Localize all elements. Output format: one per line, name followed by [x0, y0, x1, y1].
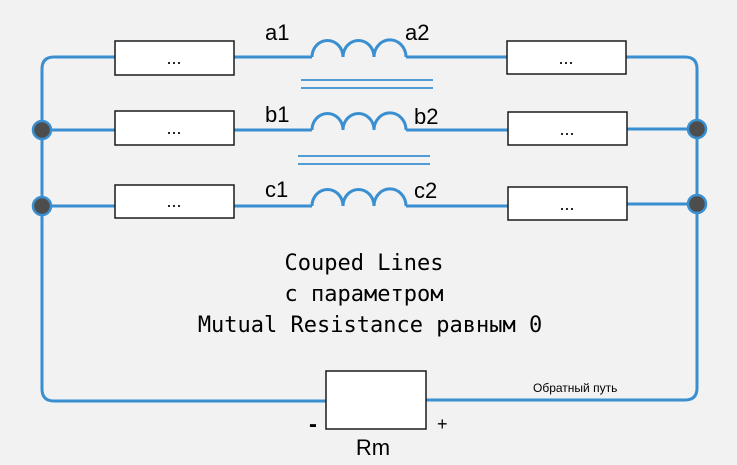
- caption-line-3: Mutual Resistance равным 0: [198, 313, 542, 338]
- line-b-coil: [310, 111, 408, 131]
- line-a-right-box-label: ...: [558, 48, 573, 68]
- caption-line-2: с параметром: [285, 282, 444, 307]
- line-c-left-box: [114, 184, 235, 219]
- line-c-left-box-label: ...: [166, 191, 181, 211]
- line-b-left-box-label: ...: [166, 118, 181, 138]
- line-c-right-box: [507, 186, 628, 221]
- resistor-label: Rm: [356, 435, 390, 460]
- outer-loop-wire-right: [426, 55, 699, 402]
- line-b-right-box: [507, 111, 628, 146]
- line-c-right-box-label: ...: [559, 194, 574, 214]
- line-a-left-box-label: ...: [166, 48, 181, 68]
- line-c-coil: [310, 187, 408, 207]
- node-left-c: [31, 195, 53, 217]
- terminal-b1: b1: [265, 102, 289, 127]
- resistor-rm-box: [325, 370, 427, 430]
- terminal-c1: c1: [265, 177, 288, 202]
- node-left-b: [31, 119, 53, 141]
- line-a-right-box: [506, 40, 627, 75]
- return-path-label: Обратный путь: [533, 381, 617, 395]
- outer-loop-wire: [40, 55, 326, 403]
- node-right-b: [686, 118, 708, 140]
- line-a-coil: [310, 38, 408, 58]
- terminal-b2: b2: [414, 104, 438, 129]
- terminal-c2: c2: [414, 178, 437, 203]
- node-right-c: [686, 193, 708, 215]
- caption-line-1: Couped Lines: [285, 251, 444, 276]
- terminal-a1: a1: [265, 20, 289, 45]
- line-a-left-box: [114, 40, 235, 76]
- terminal-a2: a2: [405, 20, 429, 45]
- resistor-plus-sign: +: [437, 414, 448, 434]
- line-b-left-box: [114, 110, 235, 146]
- line-b-right-box-label: ...: [559, 119, 574, 139]
- resistor-minus-sign: -: [309, 411, 317, 438]
